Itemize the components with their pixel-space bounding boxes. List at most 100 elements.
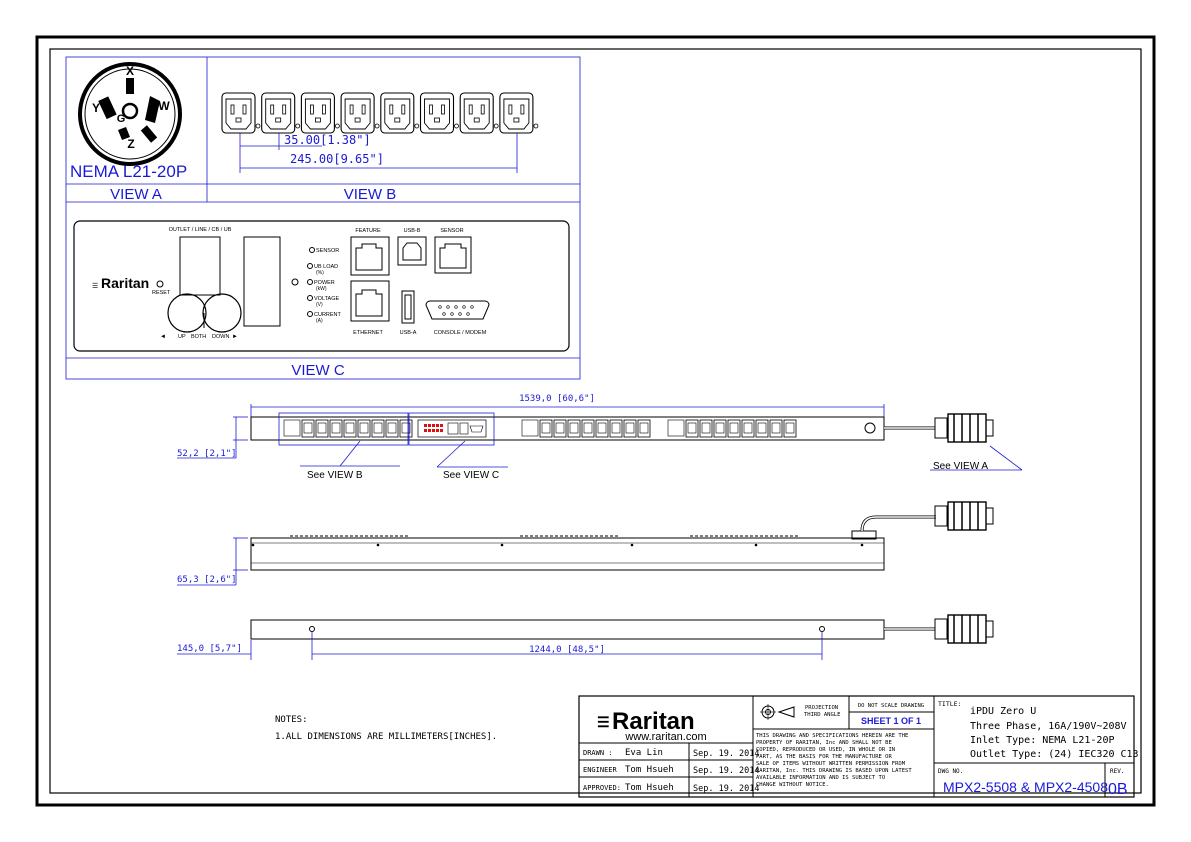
view-c-caption: VIEW C <box>291 362 345 379</box>
outlet-c13-small <box>623 419 637 438</box>
pin-g <box>118 127 130 140</box>
outlet-c13 <box>419 92 459 134</box>
dwg-no: MPX2-5508 & MPX2-4508 <box>943 779 1108 795</box>
outlet-c13-small <box>755 419 769 438</box>
outlet-c13-small <box>685 419 699 438</box>
outlet-c13-small <box>741 419 755 438</box>
proprietary-line-2: PROPERTY OF RARITAN, Inc AND SHALL NOT B… <box>756 740 892 746</box>
rev-label: REV. <box>1110 768 1124 775</box>
console-label: CONSOLE / MODEM <box>434 330 487 336</box>
proprietary-line-5: SALE OF ITEMS WITHOUT WRITTEN PERMISSION… <box>756 761 906 767</box>
up-label: UP <box>178 334 186 340</box>
outlet-c13-small <box>713 419 727 438</box>
outlet-c13-small <box>595 419 609 438</box>
outlet-c13-small <box>343 419 357 438</box>
outlet-c13 <box>340 92 380 134</box>
proprietary-line-7: AVAILABLE INFORMATION AND IS SUBJECT TO <box>756 775 885 781</box>
outlet-c13-small <box>609 419 623 438</box>
display-window <box>179 236 221 296</box>
dim-pdu-length: 1539,0 [60,6"] <box>519 394 595 404</box>
down-label: DOWN <box>212 334 229 340</box>
pin-x-label: X <box>126 64 134 78</box>
outlet-groups-front <box>283 419 797 438</box>
sensor-port[interactable] <box>434 236 472 274</box>
outlet-c13-small <box>567 419 581 438</box>
led-current-label: CURRENT <box>314 312 342 318</box>
led-ub-load-label: UB LOAD <box>314 264 338 270</box>
outlet-c13-small <box>301 419 315 438</box>
led-ub-load-unit: (%) <box>316 270 324 276</box>
outlet-c13-small <box>783 419 797 438</box>
proprietary-line-3: COPIED, REPRODUCED OR USED, IN WHOLE OR … <box>756 747 895 753</box>
pin-y-label: Y <box>92 101 100 115</box>
nema-plug-face: X Y W G Z <box>78 62 182 166</box>
drawn-label: DRAWN : <box>583 749 613 757</box>
outlet-c13-small <box>357 419 371 438</box>
notes-title: NOTES: <box>275 715 308 725</box>
led-sensor-label: SENSOR <box>316 248 339 254</box>
proprietary-line-1: THIS DRAWING AND SPECIFICATIONS HEREIN A… <box>756 733 908 739</box>
led-power-label: POWER <box>314 280 335 286</box>
proprietary-line-4: PART, AS THE BASIS FOR THE MANUFACTURE O… <box>756 754 892 760</box>
outlet-row-detail <box>221 92 539 134</box>
outlet-c13-small <box>371 419 385 438</box>
title-block: ☰ Raritan www.raritan.com DRAWN : Eva Li… <box>578 695 1139 798</box>
usb-b-label: USB-B <box>404 228 421 234</box>
outlet-c13-small <box>329 419 343 438</box>
console-port[interactable] <box>425 300 490 320</box>
blank-panel <box>243 236 281 327</box>
usb-a-port[interactable] <box>401 290 415 324</box>
engineer-name: Tom Hsueh <box>625 765 674 775</box>
approved-name: Tom Hsueh <box>625 783 674 793</box>
projection-label: PROJECTION <box>805 705 838 711</box>
callout-see-view-b: See VIEW B <box>307 470 363 481</box>
pdu-side-view: 65,3 [2,6"] <box>177 501 994 586</box>
pdu-front-view: 1539,0 [60,6"] 52,2 [2,1"] See VIEW B Se… <box>177 394 1023 481</box>
pin-g-label: G <box>117 113 126 125</box>
view-b-dimensions: 35.00[1.38"] 245.00[9.65"] <box>239 133 518 173</box>
title-line-2: Three Phase, 16A/190V~208V <box>970 721 1127 732</box>
pin-w <box>145 96 160 123</box>
outlet-c13-small <box>399 419 413 438</box>
pdu-back-view: 145,0 [5,7"] 1244,0 [48,5"] <box>177 614 994 660</box>
dim-mount-pitch: 1244,0 [48,5"] <box>529 645 605 655</box>
engineer-date: Sep. 19. 2014 <box>693 766 760 776</box>
down-button[interactable] <box>202 293 242 333</box>
projection-type: THIRD ANGLE <box>804 712 840 718</box>
view-b-caption: VIEW B <box>344 186 397 203</box>
outlet-c13-small <box>581 419 595 438</box>
led-current-unit: (A) <box>316 318 323 324</box>
proprietary-line-8: CHANGE WITHOUT NOTICE. <box>756 782 829 788</box>
left-arrow-icon: ◄ <box>160 334 166 340</box>
feature-port[interactable] <box>350 236 390 276</box>
led-power-unit: (kW) <box>316 286 327 292</box>
outlet-c13 <box>221 92 261 134</box>
pin-y <box>98 96 117 120</box>
ethernet-port[interactable] <box>350 280 390 322</box>
connector-label: NEMA L21-20P <box>70 162 187 181</box>
drawn-name: Eva Lin <box>625 748 663 758</box>
up-button[interactable] <box>167 293 207 333</box>
title-line-1: iPDU Zero U <box>970 706 1036 717</box>
dim-pdu-depth: 65,3 [2,6"] <box>177 575 237 585</box>
sheet-label: SHEET 1 OF 1 <box>861 716 921 726</box>
sensor-port-label: SENSOR <box>440 228 463 234</box>
outlet-c13-small <box>769 419 783 438</box>
outlet-header: OUTLET / LINE / CB / UB <box>169 227 232 233</box>
usb-b-port[interactable] <box>397 236 427 266</box>
drawn-date: Sep. 19. 2014 <box>693 749 760 759</box>
outlet-c13-small <box>315 419 329 438</box>
dim-pdu-height: 52,2 [2,1"] <box>177 449 237 459</box>
outlet-c13-small <box>727 419 741 438</box>
outlet-c13-small <box>539 419 553 438</box>
right-arrow-icon: ► <box>232 334 238 340</box>
approved-label: APPROVED: <box>583 784 621 792</box>
controller-panel: OUTLET / LINE / CB / UB ☰ Raritan RESET … <box>73 220 570 352</box>
third-angle-projection-icon <box>760 704 795 720</box>
outlet-c13-small <box>553 419 567 438</box>
title-logo: Raritan <box>612 708 695 735</box>
callout-see-view-a: See VIEW A <box>933 461 988 472</box>
reset-label: RESET <box>152 290 171 296</box>
dim-outlet-pitch: 35.00[1.38"] <box>284 133 371 147</box>
